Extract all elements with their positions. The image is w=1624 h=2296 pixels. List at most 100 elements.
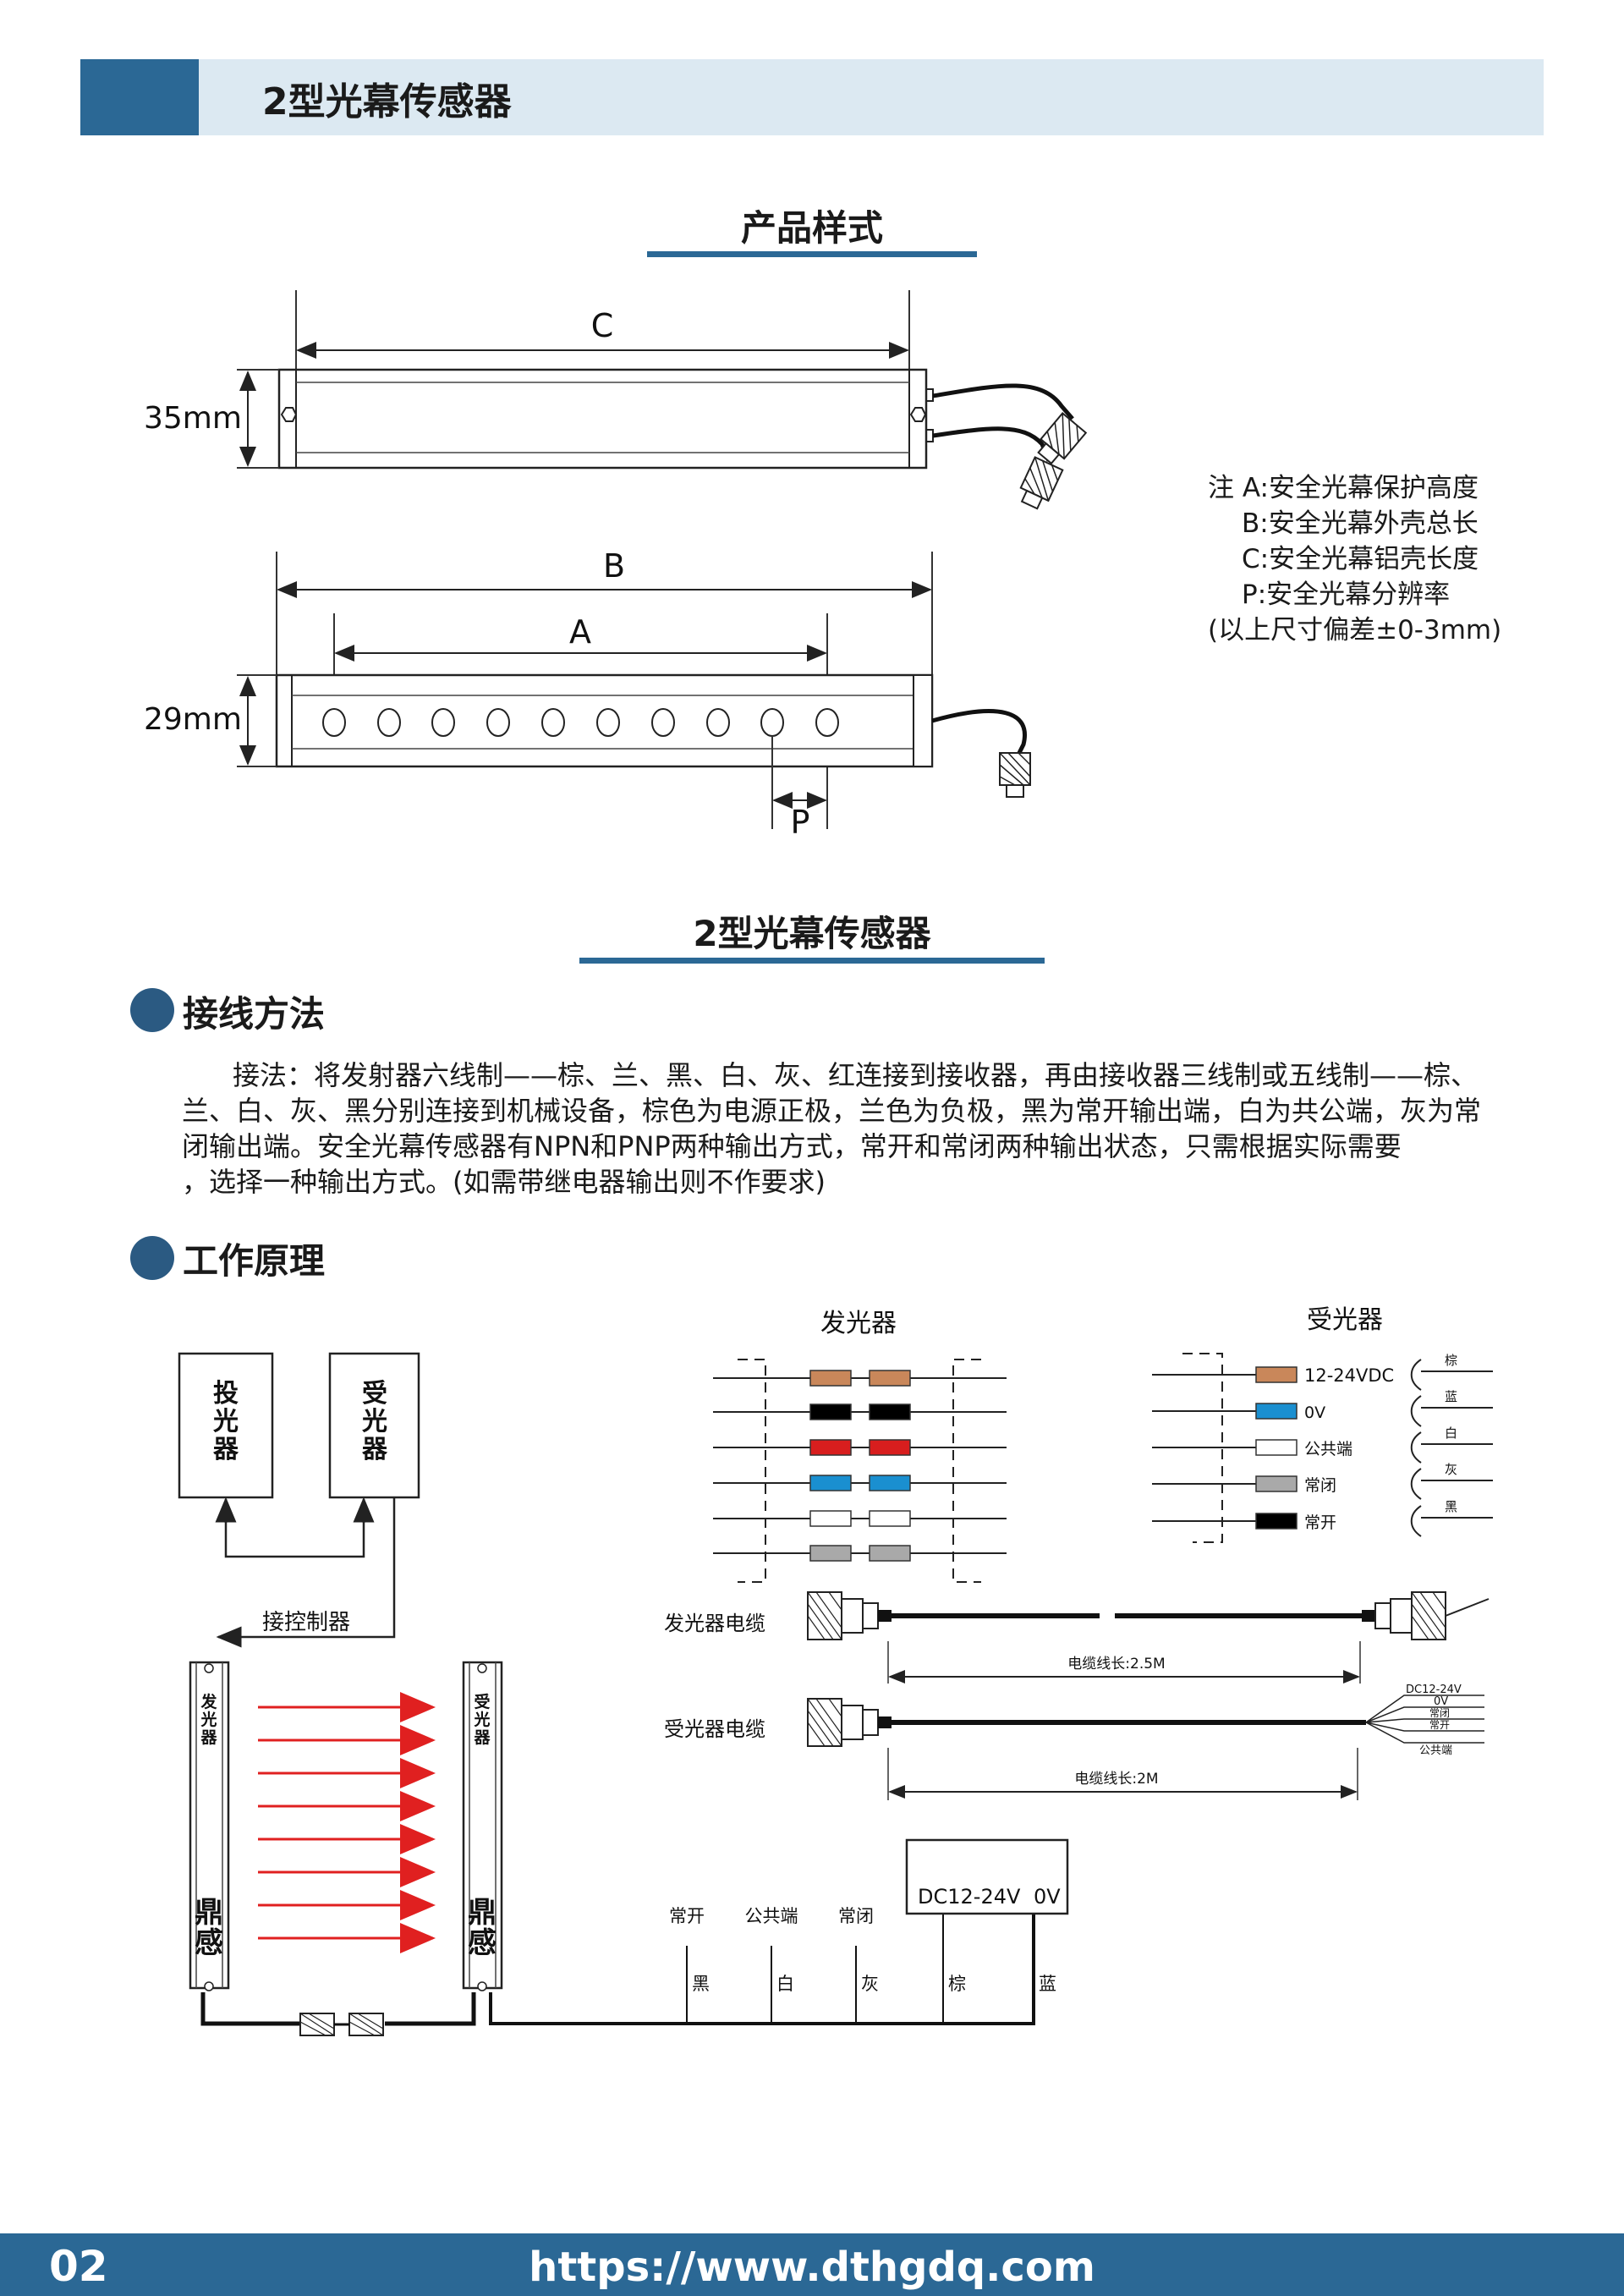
emitter-box-char: 器	[212, 1435, 239, 1464]
receiver-wire-label: 12-24VDC	[1304, 1365, 1394, 1386]
note-line-c: C:安全光幕铝壳长度	[1242, 544, 1479, 574]
light-beams	[258, 1692, 436, 1953]
receiver-wire-tag: 棕	[1445, 1353, 1457, 1368]
note-line-a: 注 A:安全光幕保护高度	[1208, 473, 1479, 503]
note-line-p: P:安全光幕分辨率	[1242, 579, 1451, 610]
receiver-box-label: 受光器	[361, 1379, 388, 1464]
dimension-drawing: C B A P 35mm 29mm	[144, 290, 1088, 841]
receiver-cable-label: 受光器电缆	[664, 1717, 765, 1741]
dim-height-bottom: 29mm	[144, 702, 242, 737]
output-label: 常开	[669, 1906, 705, 1926]
note-line-b: B:安全光幕外壳总长	[1242, 508, 1479, 539]
receiver-box-char: 光	[362, 1407, 387, 1436]
product-style-title: 产品样式	[740, 207, 883, 249]
page-number: 02	[49, 2242, 108, 2291]
output-label: 常闭	[838, 1906, 874, 1926]
receiver-cable-length: 电缆线长:2M	[1074, 1771, 1158, 1788]
wiring-paragraph-line: 接法：将发射器六线制——棕、兰、黑、白、灰、红连接到接收器，再由接收器三线制或五…	[233, 1059, 1479, 1091]
emitter-wire-swatch	[869, 1510, 911, 1527]
emitter-cable-label: 发光器电缆	[664, 1612, 765, 1635]
receiver-bar-char: 光	[473, 1710, 490, 1729]
power-supply-box	[905, 1838, 1069, 1915]
header-accent-block	[80, 59, 199, 135]
emitter-wire-swatch	[809, 1475, 852, 1491]
emitter-wire-swatch	[869, 1439, 911, 1456]
dim-label-p: P	[791, 804, 810, 841]
receiver-wire-label: 常闭	[1304, 1476, 1336, 1495]
wiring-paragraph-line: ，选择一种输出方式。(如需带继电器输出则不作要求)	[182, 1166, 826, 1198]
emitter-wire-swatch	[809, 1370, 852, 1387]
receiver-wire-swatch	[1255, 1439, 1298, 1456]
receiver-wire-label: 公共端	[1304, 1440, 1352, 1458]
emitter-box-label: 投光器	[212, 1379, 239, 1464]
receiver-wire-label: 常开	[1304, 1513, 1336, 1532]
receiver-bar-char: 器	[473, 1728, 491, 1747]
emitter-brand: 鼎感	[195, 1896, 223, 1960]
receiver-wire-lead	[1410, 1395, 1493, 1427]
receiver-wire-swatch	[1255, 1513, 1298, 1530]
fan-label: 常闭	[1429, 1707, 1450, 1719]
emitter-wire-swatch	[869, 1370, 911, 1387]
dim-label-a: A	[569, 613, 591, 651]
wiring-bullet	[130, 988, 174, 1032]
power-wire-label: 蓝	[1039, 1974, 1056, 1994]
wiring-paragraph: 接法：将发射器六线制——棕、兰、黑、白、灰、红连接到接收器，再由接收器三线制或五…	[182, 1057, 1501, 1200]
emitter-cable-length: 电缆线长:2.5M	[1067, 1656, 1165, 1673]
receiver-wire-lead	[1410, 1431, 1493, 1464]
principle-bullet	[130, 1236, 174, 1280]
note-tolerance: (以上尺寸偏差±0-3mm)	[1208, 615, 1502, 645]
emitter-bar-char: 光	[200, 1710, 217, 1729]
receiver-brand: 鼎感	[468, 1896, 497, 1960]
dimension-notes: 注 A:安全光幕保护高度 B:安全光幕外壳总长 C:安全光幕铝壳长度 P:安全光…	[1208, 470, 1501, 648]
fan-label: 公共端	[1419, 1744, 1452, 1757]
wiring-paragraph-line: 兰、白、灰、黑分别连接到机械设备，棕色为电源正极，兰色为负极，黑为常开输出端，白…	[182, 1095, 1482, 1127]
emitter-wire-swatch	[809, 1510, 852, 1527]
emitter-wire-swatch	[809, 1545, 852, 1562]
brand-char: 感	[195, 1926, 223, 1960]
fan-label: 0V	[1434, 1695, 1448, 1708]
receiver-wire-lead	[1410, 1359, 1493, 1391]
section2-title: 2型光幕传感器	[693, 913, 931, 954]
receiver-wire-lead	[1410, 1468, 1493, 1500]
dim-label-b: B	[603, 547, 625, 585]
power-wire-label: 棕	[948, 1974, 966, 1994]
emitter-wire-swatch	[869, 1475, 911, 1491]
power-box-right-label: 0V	[1034, 1885, 1061, 1909]
receiver-wire-tag: 灰	[1445, 1462, 1457, 1477]
emitter-wire-swatch	[809, 1439, 852, 1456]
receiver-wire-label: 0V	[1304, 1403, 1325, 1422]
fan-label: 常开	[1429, 1719, 1450, 1731]
emitter-box	[178, 1352, 274, 1499]
emitter-wire-swatch	[809, 1403, 852, 1420]
brand-char: 鼎	[195, 1896, 223, 1930]
emitter-bar-char: 器	[200, 1728, 217, 1747]
footer-bar	[0, 2233, 1624, 2296]
receiver-cable	[807, 1695, 1484, 1800]
emitter-box-char: 光	[213, 1407, 239, 1436]
receiver-wire-swatch	[1255, 1475, 1298, 1492]
receiver-wire-swatch	[1255, 1366, 1298, 1383]
receiver-wire-tag: 蓝	[1445, 1389, 1457, 1404]
receiver-box	[328, 1352, 420, 1499]
receiver-wire-tag: 黑	[1445, 1499, 1457, 1514]
receiver-box-char: 受	[362, 1379, 387, 1409]
receiver-table-title: 受光器	[1307, 1305, 1383, 1335]
product-style-underline	[647, 251, 977, 257]
receiver-wire-lead	[1410, 1505, 1493, 1537]
emitter-bar-char: 发	[200, 1692, 217, 1711]
wiring-heading: 接线方法	[183, 993, 326, 1035]
output-wire-label: 黑	[692, 1974, 710, 1994]
brand-char: 感	[468, 1926, 497, 1960]
wiring-paragraph-line: 闭输出端。安全光幕传感器有NPN和PNP两种输出方式，常开和常闭两种输出状态，只…	[182, 1130, 1402, 1162]
receiver-bar-label: 受光器	[473, 1692, 491, 1747]
website-url[interactable]: https://www.dthgdq.com	[529, 2244, 1095, 2291]
emitter-wire-table	[713, 1359, 1007, 1583]
emitter-cable	[807, 1591, 1490, 1684]
bottom-sensor-bar	[237, 552, 1031, 829]
controller-label: 接控制器	[262, 1610, 350, 1635]
receiver-wire-tag: 白	[1445, 1425, 1457, 1441]
receiver-box-char: 器	[361, 1435, 388, 1464]
output-wire-label: 灰	[861, 1974, 879, 1994]
dim-height-top: 35mm	[144, 401, 242, 436]
